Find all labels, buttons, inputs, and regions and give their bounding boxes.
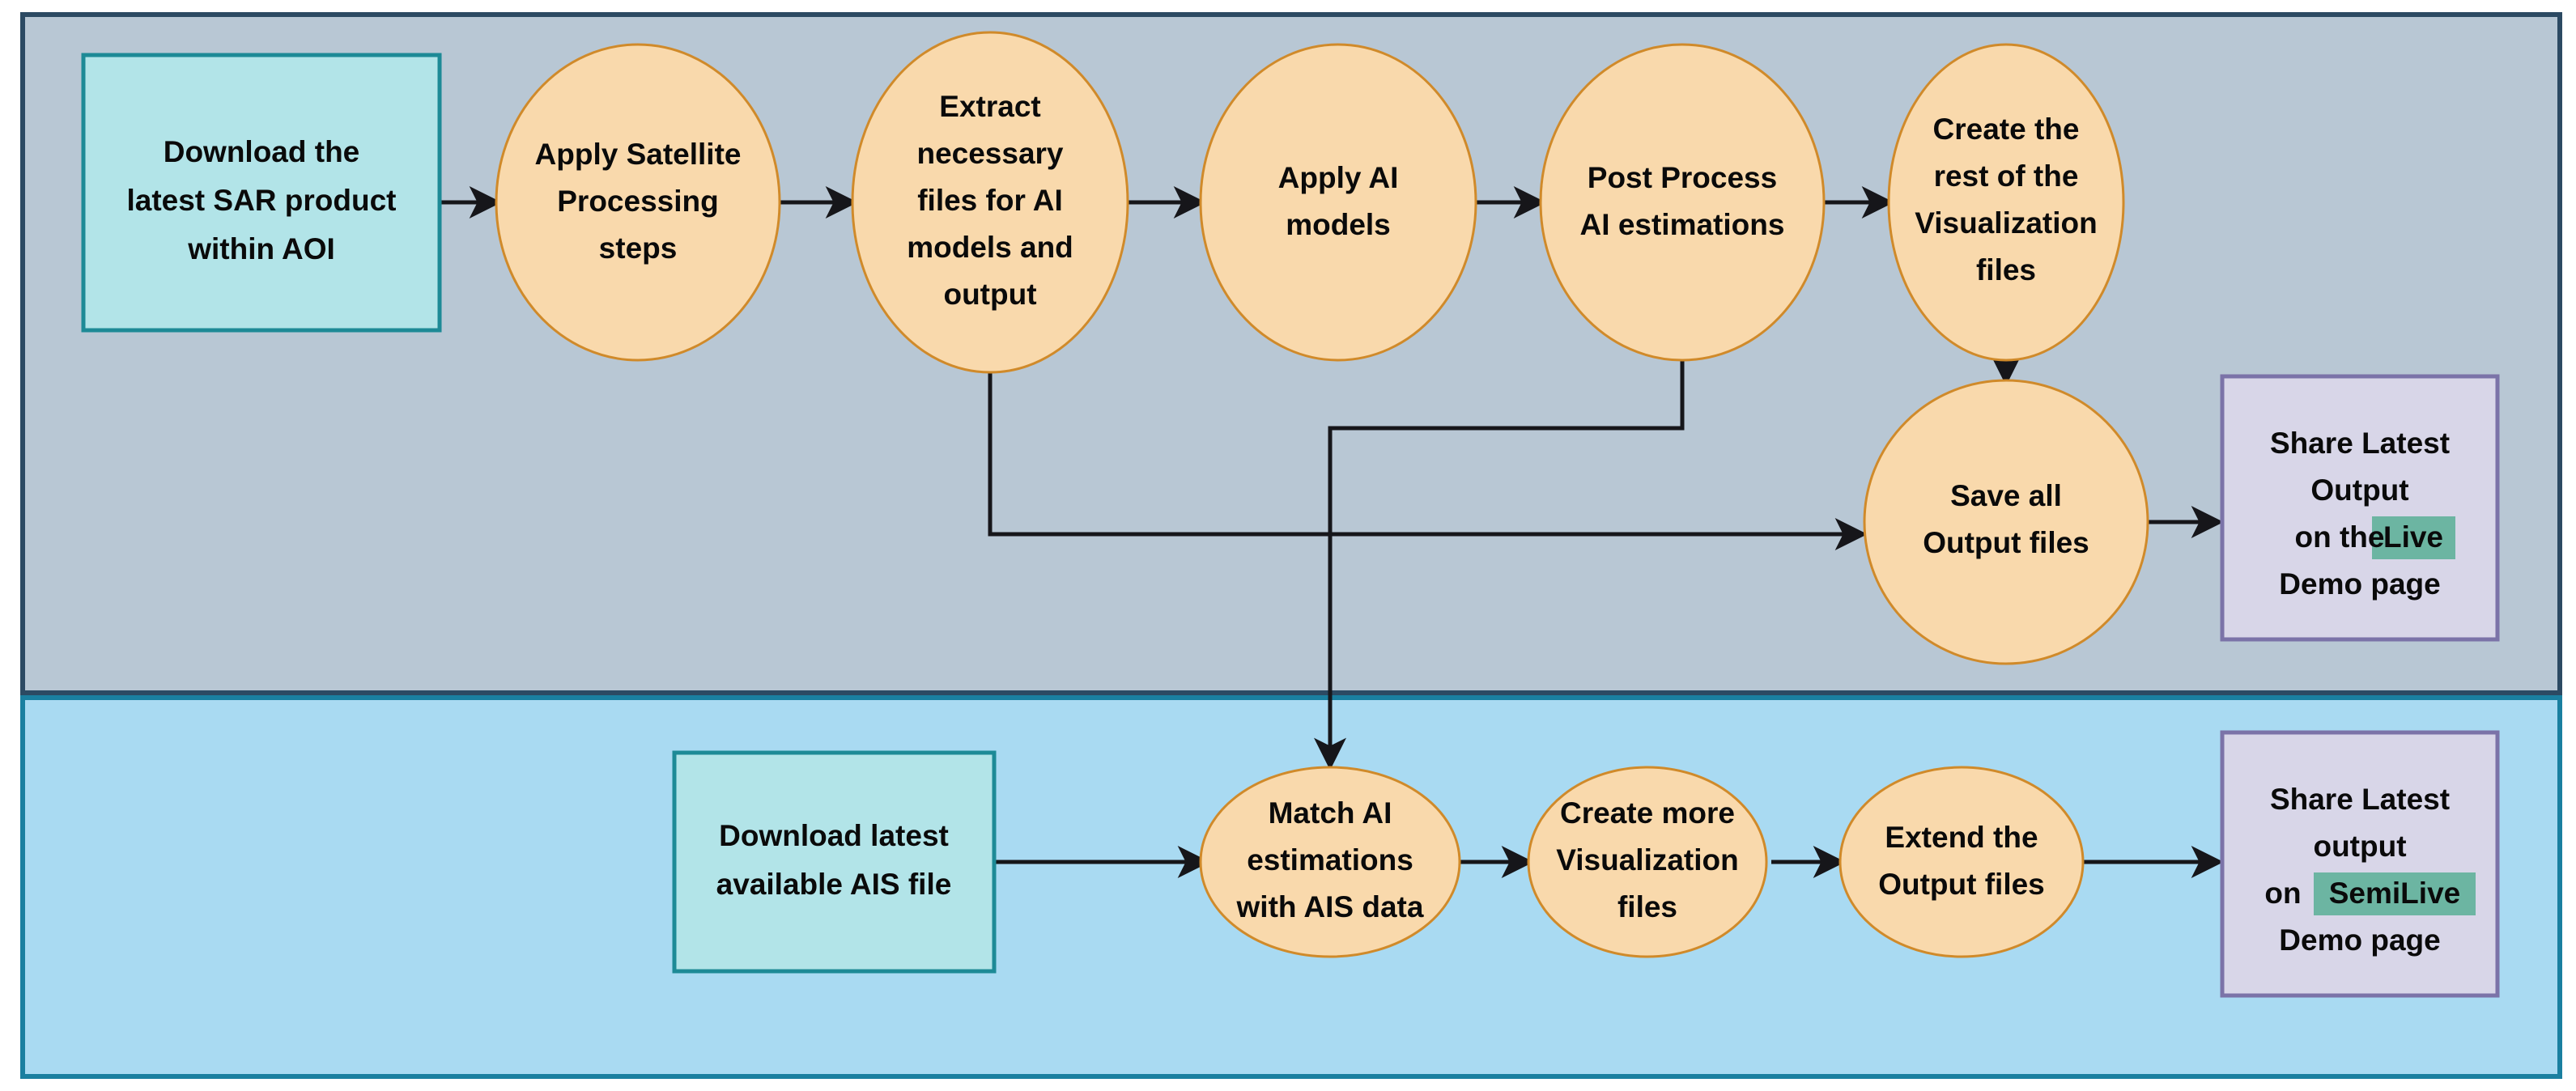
node-share-semilive-line-3: Demo page: [2279, 923, 2440, 957]
node-extend-output[interactable]: Extend the Output files: [1838, 766, 2085, 958]
highlight-live: [2372, 516, 2455, 559]
highlight-semilive: [2314, 872, 2476, 915]
node-create-vis-line-2: Visualization: [1915, 206, 2098, 240]
node-download-sar-line-2: within AOI: [187, 232, 335, 265]
node-apply-satellite-line-0: Apply Satellite: [535, 138, 742, 171]
node-create-more-vis[interactable]: Create more Visualization files: [1527, 766, 1768, 958]
node-extract-files[interactable]: Extract necessary files for AI models an…: [851, 31, 1129, 374]
node-apply-ai-line-1: models: [1286, 208, 1391, 241]
node-extract-files-line-4: output: [943, 278, 1036, 311]
node-post-process[interactable]: Post Process AI estimations: [1539, 43, 1826, 362]
node-download-ais-line-1: available AIS file: [716, 868, 952, 901]
node-download-ais[interactable]: Download latest available AIS file: [672, 750, 997, 974]
node-create-vis-line-1: rest of the: [1934, 159, 2079, 193]
node-share-live-line-2: on the: [2295, 520, 2385, 554]
node-match-ais[interactable]: Match AI estimations with AIS data: [1199, 766, 1461, 958]
node-share-live[interactable]: Share Latest Output on the Live Demo pag…: [2220, 374, 2500, 642]
node-apply-satellite[interactable]: Apply Satellite Processing steps: [495, 43, 781, 362]
node-share-semilive[interactable]: Share Latest output on SemiLive Demo pag…: [2220, 730, 2500, 998]
node-apply-satellite-line-1: Processing: [557, 185, 718, 218]
node-create-more-vis-line-1: Visualization: [1556, 843, 1739, 877]
node-share-live-line-0: Share Latest: [2270, 427, 2450, 460]
node-match-ais-line-0: Match AI: [1269, 796, 1392, 830]
node-create-vis-line-3: files: [1976, 253, 2036, 287]
node-post-process-line-0: Post Process: [1588, 161, 1777, 194]
node-extract-files-line-3: models and: [907, 231, 1073, 264]
edge-post-process-to-match-ais: [1314, 336, 1685, 770]
node-extract-files-line-0: Extract: [939, 90, 1040, 123]
node-download-sar-line-1: latest SAR product: [126, 184, 396, 217]
node-match-ais-line-1: estimations: [1247, 843, 1413, 877]
node-share-live-line-3: Demo page: [2279, 567, 2440, 601]
node-apply-ai[interactable]: Apply AI models: [1199, 43, 1477, 362]
node-save-output-line-0: Save all: [1950, 479, 2062, 512]
node-apply-ai-line-0: Apply AI: [1278, 161, 1399, 194]
node-download-sar[interactable]: Download the latest SAR product within A…: [81, 53, 442, 333]
node-extend-output-line-1: Output files: [1878, 868, 2045, 901]
node-share-semilive-line-0: Share Latest: [2270, 783, 2450, 816]
node-create-more-vis-line-2: files: [1617, 890, 1677, 923]
node-create-more-vis-line-0: Create more: [1560, 796, 1735, 830]
node-download-sar-line-0: Download the: [164, 135, 360, 168]
node-save-output-line-1: Output files: [1923, 526, 2089, 559]
node-create-vis-line-0: Create the: [1933, 112, 2080, 146]
node-download-ais-line-0: Download latest: [719, 819, 949, 852]
node-extract-files-line-2: files for AI: [917, 184, 1063, 217]
node-apply-satellite-line-2: steps: [599, 231, 678, 265]
node-share-live-line-1: Output: [2310, 473, 2408, 507]
node-extract-files-line-1: necessary: [916, 137, 1063, 170]
node-extend-output-line-0: Extend the: [1885, 821, 2038, 854]
node-share-live-highlight-word: Live: [2383, 520, 2443, 554]
edge-extract-files-to-save-output: [988, 340, 1868, 550]
node-share-semilive-line-2: on: [2264, 877, 2301, 910]
node-post-process-line-1: AI estimations: [1580, 208, 1785, 241]
node-match-ais-line-2: with AIS data: [1236, 890, 1424, 923]
node-share-semilive-line-1: output: [2313, 830, 2406, 863]
node-share-semilive-highlight-word: SemiLive: [2329, 877, 2460, 910]
node-save-output[interactable]: Save all Output files: [1863, 379, 2149, 665]
node-create-vis[interactable]: Create the rest of the Visualization fil…: [1887, 43, 2125, 362]
